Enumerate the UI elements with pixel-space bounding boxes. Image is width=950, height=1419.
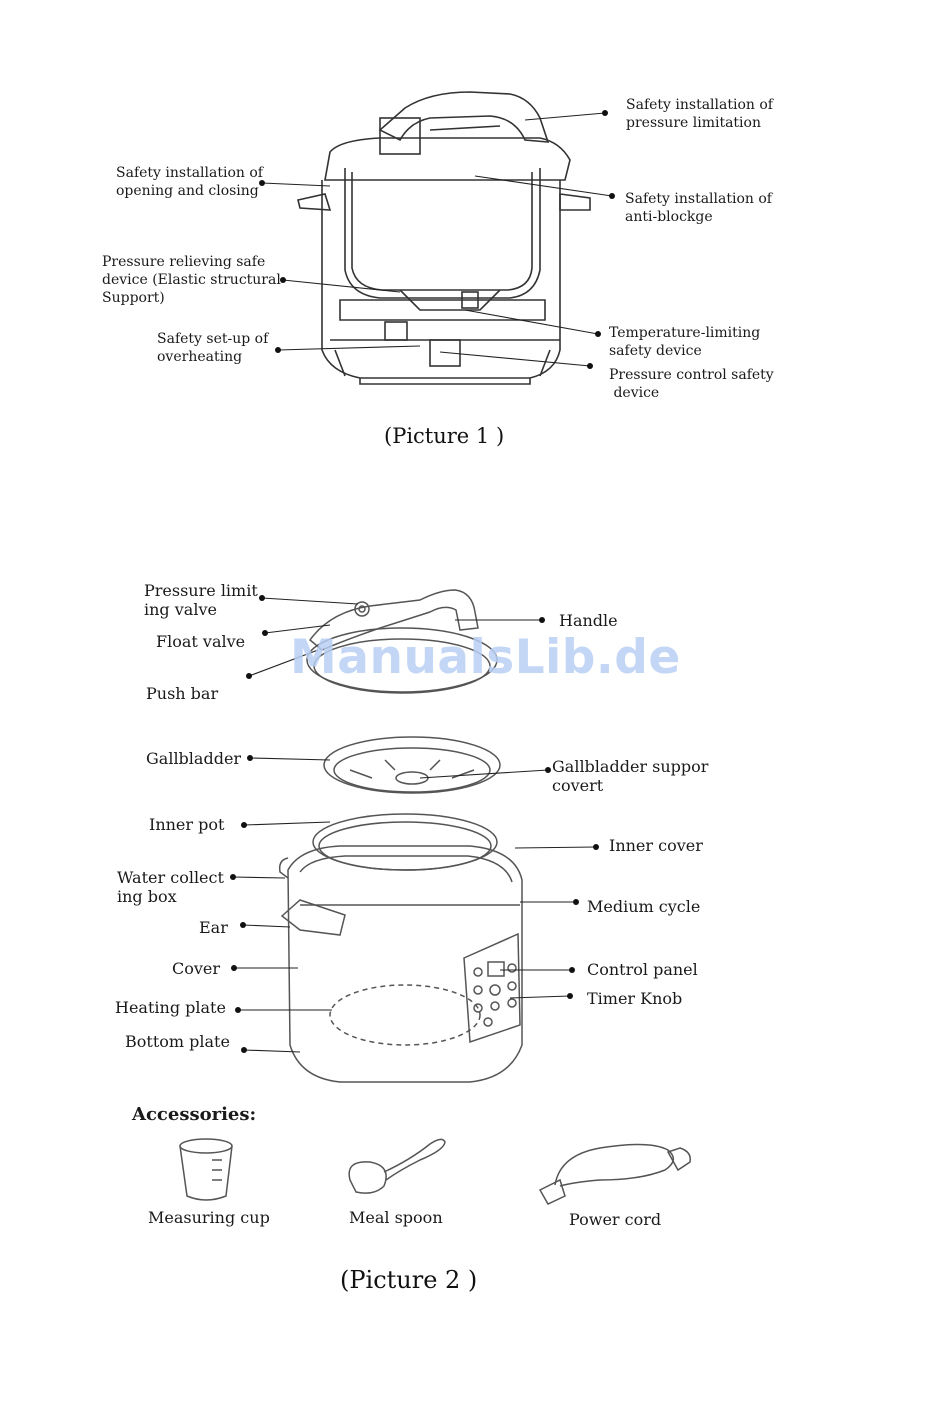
label-control-panel: Control panel xyxy=(587,960,698,979)
picture2-caption: (Picture 2 ) xyxy=(340,1266,478,1294)
label-gallbladder-support: Gallbladder suppor covert xyxy=(552,757,709,795)
label-pressure-control-device: Pressure control safety device xyxy=(609,367,774,401)
label-medium-cycle: Medium cycle xyxy=(587,897,701,916)
picture1-cross-section-diagram xyxy=(259,91,615,385)
label-safety-pressure-limitation: Safety installation of pressure limitati… xyxy=(626,97,773,131)
label-safety-overheating: Safety set-up of overheating xyxy=(157,331,269,365)
label-ear: Ear xyxy=(199,918,228,937)
label-inner-cover: Inner cover xyxy=(609,836,703,855)
label-heating-plate: Heating plate xyxy=(115,998,226,1017)
watermark-text: ManualsLib.de xyxy=(290,630,681,685)
label-pressure-limiting-valve: Pressure limit ing valve xyxy=(144,581,258,619)
label-cover: Cover xyxy=(172,959,221,978)
accessory-power-cord-label: Power cord xyxy=(569,1210,662,1229)
accessory-measuring-cup-label: Measuring cup xyxy=(148,1208,270,1227)
label-push-bar: Push bar xyxy=(146,684,219,703)
label-inner-pot: Inner pot xyxy=(149,815,225,834)
label-timer-knob: Timer Knob xyxy=(587,989,683,1008)
label-bottom-plate: Bottom plate xyxy=(125,1032,230,1051)
label-water-collecting-box: Water collect ing box xyxy=(117,868,224,906)
label-float-valve: Float valve xyxy=(156,632,246,651)
accessories-title: Accessories: xyxy=(132,1104,257,1125)
label-temperature-limiting-device: Temperature-limiting safety device xyxy=(609,325,761,359)
label-gallbladder: Gallbladder xyxy=(146,749,242,768)
label-handle: Handle xyxy=(559,611,618,630)
picture1-caption: (Picture 1 ) xyxy=(384,424,505,448)
accessory-meal-spoon-label: Meal spoon xyxy=(349,1208,443,1227)
label-safety-opening-closing: Safety installation of opening and closi… xyxy=(116,165,263,199)
label-pressure-relieving-device: Pressure relieving safe device (Elastic … xyxy=(102,254,281,306)
label-safety-anti-blockage: Safety installation of anti-blockge xyxy=(625,191,772,225)
